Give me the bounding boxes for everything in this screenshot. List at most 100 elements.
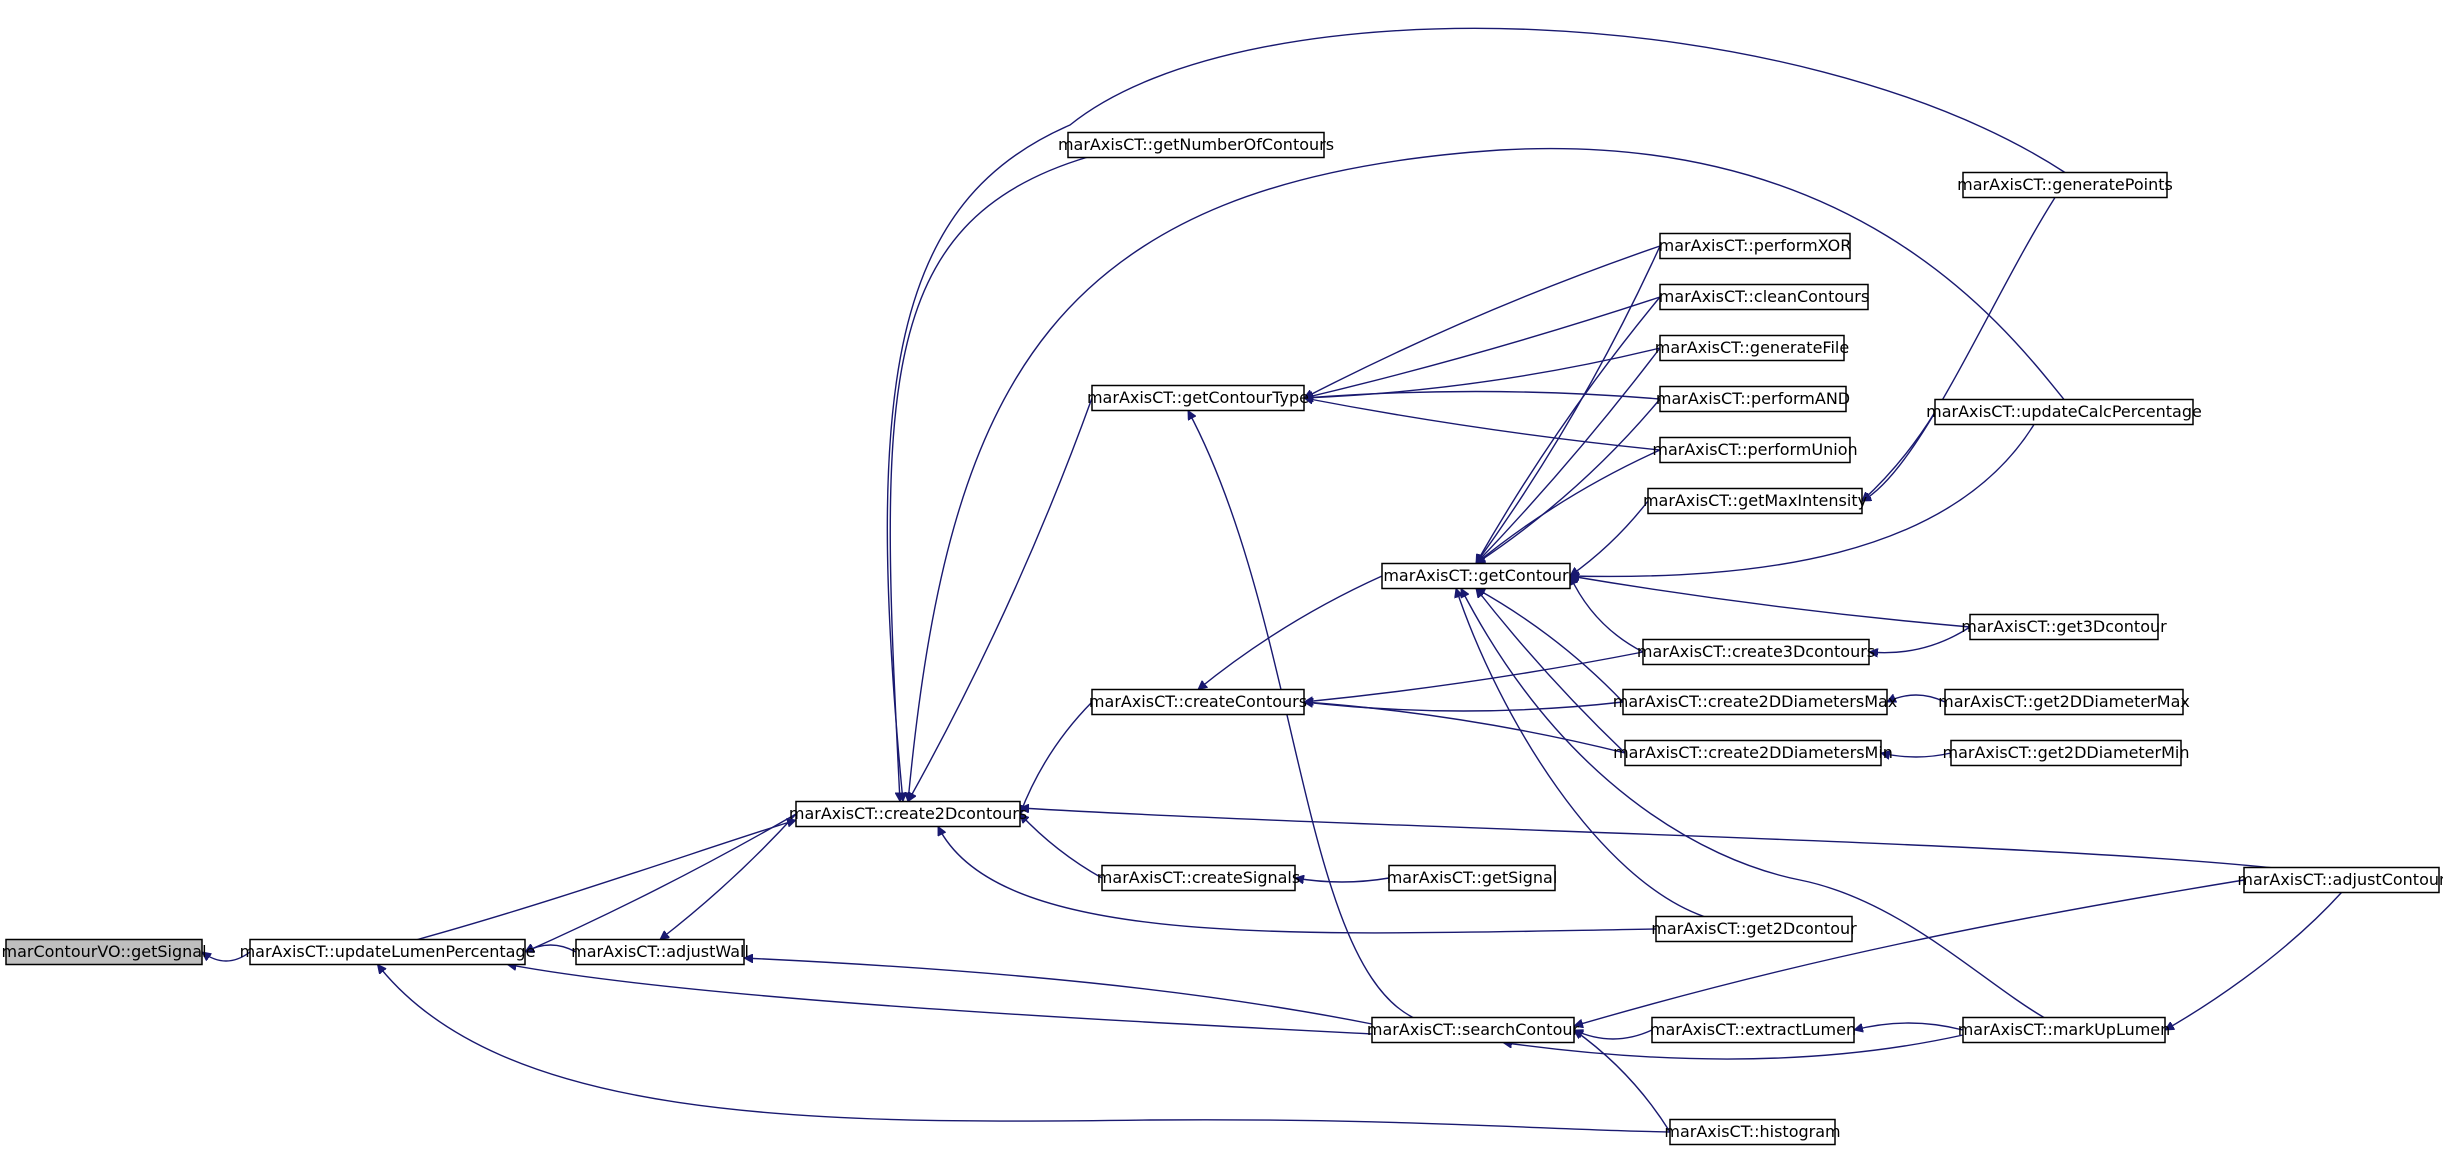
node-label: marAxisCT::performUnion — [1652, 440, 1857, 459]
node-searchContour[interactable]: marAxisCT::searchContour — [1367, 1016, 1580, 1044]
call-edge — [1187, 411, 1414, 1019]
node-box — [1962, 1016, 2166, 1044]
node-label: marAxisCT::searchContour — [1367, 1020, 1580, 1039]
node-label: marAxisCT::get2DDiameterMin — [1943, 743, 2190, 762]
node-box — [1091, 688, 1305, 716]
call-edge — [1570, 500, 1649, 576]
node-label: marAxisCT::create2Dcontours — [789, 804, 1027, 823]
node-performXOR[interactable]: marAxisCT::performXOR — [1659, 232, 1852, 260]
node-label: marAxisCT::updateLumenPercentage — [240, 942, 536, 961]
call-edge — [417, 820, 797, 941]
node-updateLumen[interactable]: marAxisCT::updateLumenPercentage — [240, 938, 536, 966]
node-get2DMax[interactable]: marAxisCT::get2DDiameterMax — [1938, 688, 2190, 716]
node-generateFile[interactable]: marAxisCT::generateFile — [1655, 334, 1849, 362]
node-histogram[interactable]: marAxisCT::histogram — [1664, 1118, 1841, 1146]
call-edge — [907, 397, 1093, 802]
call-edge — [1503, 1034, 1964, 1060]
call-edge — [1304, 390, 1661, 399]
node-create2DMax[interactable]: marAxisCT::create2DDiametersMax — [1613, 688, 1898, 716]
node-label: marAxisCT::getContour — [1383, 566, 1569, 585]
call-edge — [1862, 197, 2056, 502]
node-label: marAxisCT::getNumberOfContours — [1058, 135, 1334, 154]
node-createSignals[interactable]: marAxisCT::createSignals — [1097, 864, 1300, 892]
node-createContours[interactable]: marAxisCT::createContours — [1089, 688, 1307, 716]
node-create3D[interactable]: marAxisCT::create3Dcontours — [1637, 638, 1875, 666]
node-box — [249, 938, 526, 966]
node-box — [1651, 1016, 1855, 1044]
call-edge — [1476, 449, 1661, 564]
call-edge — [1295, 878, 1390, 882]
node-cleanContours[interactable]: marAxisCT::cleanContours — [1659, 283, 1869, 311]
call-edge — [1570, 576, 1971, 628]
node-adjustWall[interactable]: marAxisCT::adjustWall — [571, 938, 749, 966]
node-extractLumen[interactable]: marAxisCT::extractLumen — [1650, 1016, 1856, 1044]
node-get3Dcontour[interactable]: marAxisCT::get3Dcontour — [1961, 613, 2167, 641]
call-edge — [1460, 589, 2045, 1019]
call-edge — [1476, 587, 1624, 703]
node-updateCalc[interactable]: marAxisCT::updateCalcPercentage — [1926, 398, 2202, 426]
node-getMaxIntensity[interactable]: marAxisCT::getMaxIntensity — [1643, 487, 1867, 515]
call-edge — [1570, 424, 2035, 577]
call-edge — [1881, 753, 1952, 757]
node-create2DMin[interactable]: marAxisCT::create2DDiametersMin — [1613, 739, 1893, 767]
node-label: marAxisCT::get2Dcontour — [1651, 919, 1857, 938]
node-getNumber[interactable]: marAxisCT::getNumberOfContours — [1058, 131, 1334, 159]
node-box — [1388, 864, 1556, 892]
node-box — [795, 800, 1021, 828]
call-edge — [1198, 575, 1383, 690]
call-edge — [378, 965, 1671, 1133]
node-box — [1067, 131, 1325, 159]
call-edge — [1887, 695, 1946, 703]
call-edge — [1476, 398, 1661, 565]
call-edge — [508, 965, 1373, 1035]
node-box — [1969, 613, 2159, 641]
node-box — [1962, 171, 2168, 199]
node-box — [1934, 398, 2194, 426]
call-edge — [1020, 701, 1093, 814]
node-label: marAxisCT::adjustWall — [571, 942, 749, 961]
node-box — [1622, 688, 1888, 716]
node-get2DMin[interactable]: marAxisCT::get2DDiameterMin — [1943, 739, 2190, 767]
node-label: marAxisCT::adjustContour — [2237, 870, 2443, 889]
call-edge — [908, 147, 2065, 802]
node-getSignal[interactable]: marAxisCT::getSignal — [1387, 864, 1558, 892]
node-performUnion[interactable]: marAxisCT::performUnion — [1652, 436, 1858, 464]
node-markUpLumen[interactable]: marAxisCT::markUpLumen — [1958, 1016, 2171, 1044]
node-label: marAxisCT::create2DDiametersMax — [1613, 692, 1898, 711]
node-label: marContourVO::getSignal — [1, 942, 206, 961]
node-performAND[interactable]: marAxisCT::performAND — [1656, 385, 1850, 413]
call-edge — [937, 827, 1657, 934]
call-edge — [1854, 1022, 1964, 1030]
call-edge — [1862, 411, 1936, 501]
node-adjustContour[interactable]: marAxisCT::adjustContour — [2237, 866, 2443, 894]
node-label: marAxisCT::extractLumen — [1650, 1020, 1856, 1039]
node-label: marAxisCT::get3Dcontour — [1961, 617, 2167, 636]
node-label: marAxisCT::generatePoints — [1957, 175, 2173, 194]
call-edge — [1020, 808, 2275, 869]
call-edge — [1304, 702, 1626, 754]
node-get2Dcontour[interactable]: marAxisCT::get2Dcontour — [1651, 915, 1857, 943]
node-create2D[interactable]: marAxisCT::create2Dcontours — [789, 800, 1027, 828]
call-edge — [1476, 589, 1626, 754]
call-edge — [1304, 296, 1661, 398]
node-box — [1091, 384, 1305, 412]
call-edge — [1475, 296, 1661, 564]
call-edge — [525, 813, 797, 952]
node-box — [1659, 385, 1847, 413]
call-edge — [1476, 245, 1661, 564]
node-generatePoints[interactable]: marAxisCT::generatePoints — [1957, 171, 2173, 199]
call-edge — [889, 156, 1089, 802]
node-getType[interactable]: marAxisCT::getContourType — [1087, 384, 1309, 412]
node-getContour[interactable]: marAxisCT::getContour — [1381, 562, 1571, 590]
node-box — [5, 938, 203, 966]
node-box — [575, 938, 745, 966]
call-edge — [744, 958, 1373, 1025]
node-box — [1944, 688, 2184, 716]
node-label: marAxisCT::getMaxIntensity — [1643, 491, 1867, 510]
node-box — [1659, 232, 1851, 260]
call-edge — [1304, 651, 1644, 702]
call-edge — [1304, 398, 1661, 451]
node-box — [1950, 739, 2182, 767]
call-edge — [886, 27, 2066, 801]
